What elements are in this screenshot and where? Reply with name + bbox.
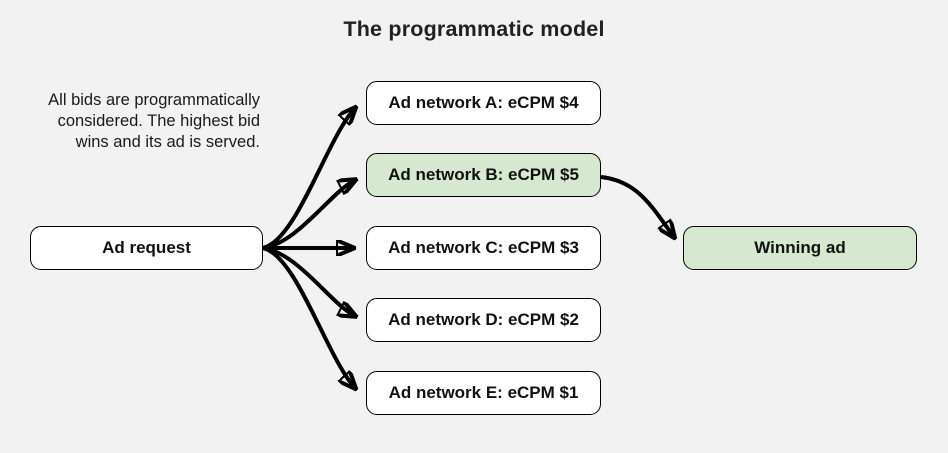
winning-ad-label: Winning ad xyxy=(754,238,846,257)
arrow-request-to-d xyxy=(261,246,355,316)
description-note: All bids are programmatically considered… xyxy=(10,90,260,153)
ad-network-d-label: Ad network D: eCPM $2 xyxy=(388,310,579,329)
arrow-request-to-a xyxy=(261,108,355,250)
arrow-request-to-b xyxy=(261,180,355,250)
ad-network-c-box: Ad network C: eCPM $3 xyxy=(366,226,601,270)
page-title: The programmatic model xyxy=(343,17,605,41)
arrow-b-to-winning xyxy=(599,175,674,237)
ad-network-e-box: Ad network E: eCPM $1 xyxy=(366,371,601,415)
ad-network-e-label: Ad network E: eCPM $1 xyxy=(388,383,579,402)
ad-network-a-box: Ad network A: eCPM $4 xyxy=(366,81,601,125)
winning-ad-box: Winning ad xyxy=(683,226,917,270)
ad-network-c-label: Ad network C: eCPM $3 xyxy=(388,238,579,257)
ad-network-d-box: Ad network D: eCPM $2 xyxy=(366,298,601,342)
ad-network-b-box: Ad network B: eCPM $5 xyxy=(366,153,601,197)
note-line-2: considered. The highest bid xyxy=(57,112,260,130)
arrow-request-to-e xyxy=(261,246,355,388)
ad-network-b-label: Ad network B: eCPM $5 xyxy=(388,165,579,184)
note-line-3: wins and its ad is served. xyxy=(75,133,260,151)
ad-request-label: Ad request xyxy=(102,238,191,257)
ad-request-box: Ad request xyxy=(30,226,263,270)
note-line-1: All bids are programmatically xyxy=(48,91,260,109)
ad-network-a-label: Ad network A: eCPM $4 xyxy=(388,93,579,112)
